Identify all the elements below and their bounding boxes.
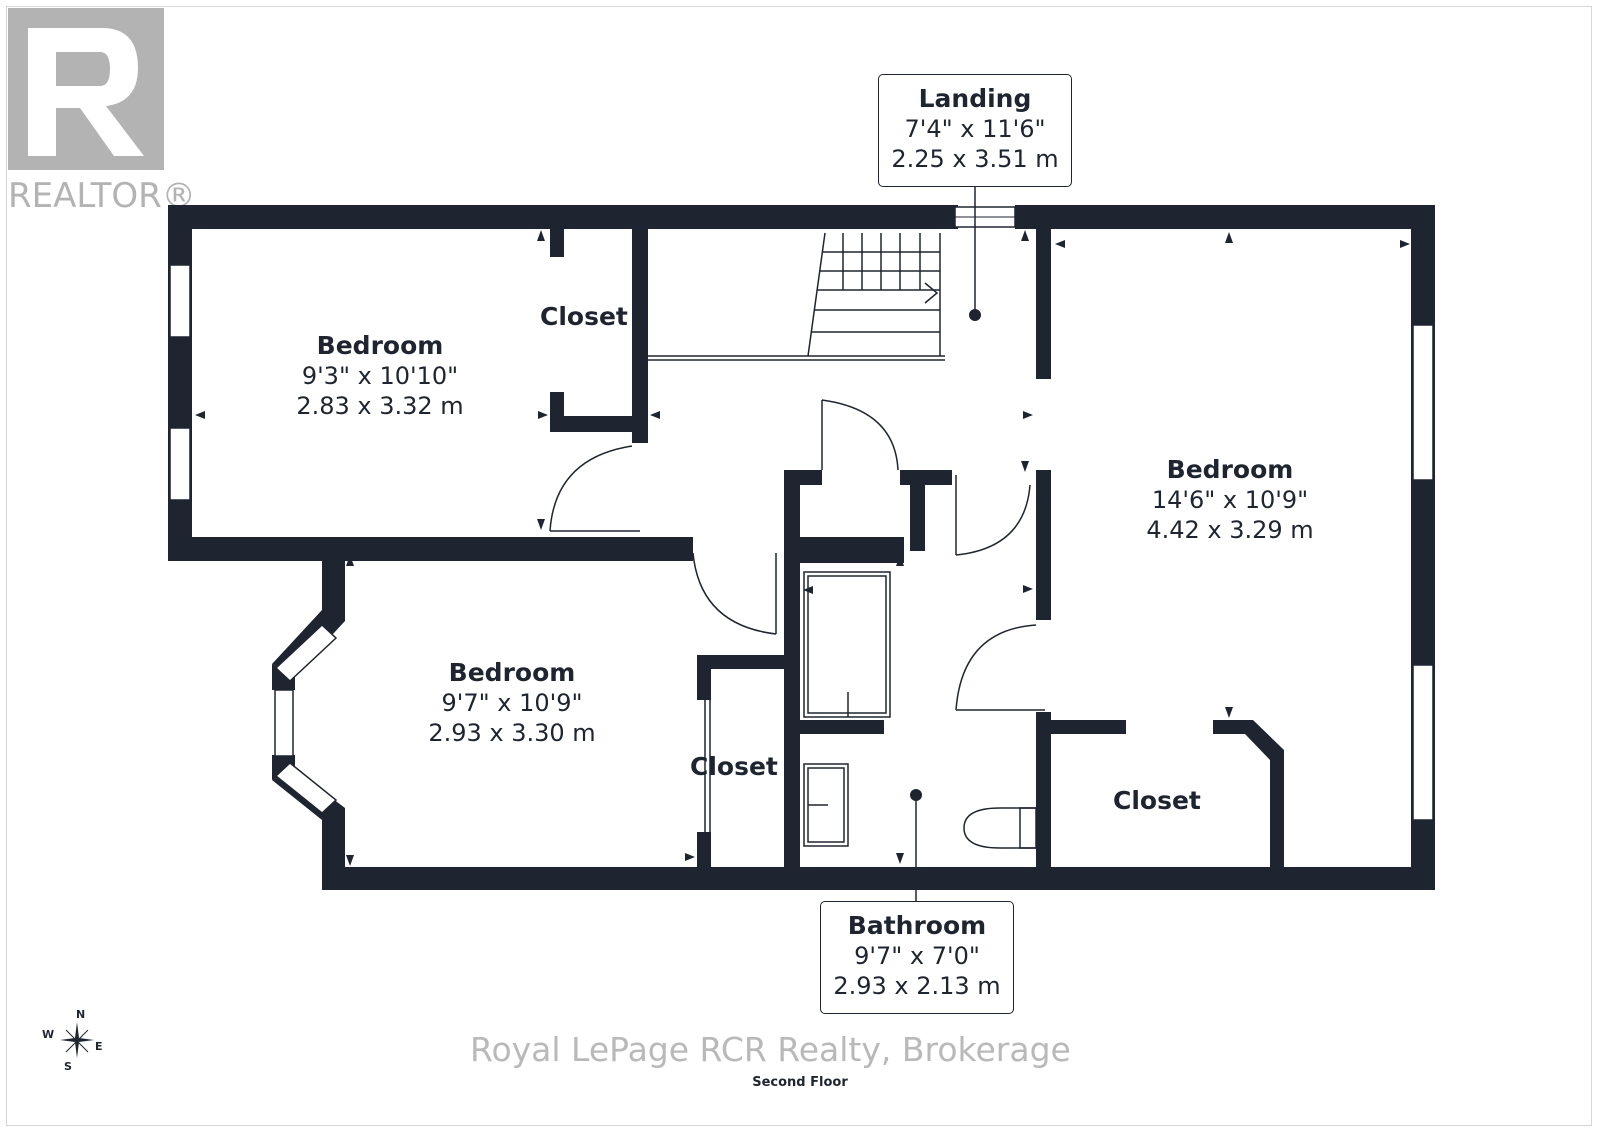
compass-e: E — [95, 1040, 103, 1053]
compass-star-icon — [60, 1022, 94, 1058]
room-imperial: 9'3" x 10'10" — [301, 362, 459, 391]
bathroom-fixtures — [803, 571, 1037, 849]
room-imperial: 9'7" x 7'0" — [854, 942, 980, 971]
room-imperial: 14'6" x 10'9" — [1151, 486, 1309, 515]
closet-label-sw: Closet — [690, 752, 778, 781]
room-metric: 2.93 x 2.13 m — [833, 972, 1001, 1001]
compass-n: N — [76, 1008, 86, 1021]
room-metric: 2.93 x 3.30 m — [428, 719, 596, 748]
callout-landing: Landing 7'4" x 11'6" 2.25 x 3.51 m — [878, 74, 1072, 187]
room-name: Bathroom — [847, 911, 987, 940]
brokerage-watermark: Royal LePage RCR Realty, Brokerage — [470, 1030, 1071, 1069]
callout-leaders — [915, 186, 976, 902]
room-imperial: 7'4" x 11'6" — [904, 115, 1046, 144]
room-name: Bedroom — [316, 331, 444, 360]
page-frame — [6, 6, 1592, 1126]
callout-bathroom: Bathroom 9'7" x 7'0" 2.93 x 2.13 m — [820, 901, 1014, 1014]
room-label-bedroom-e: Bedroom 14'6" x 10'9" 4.42 x 3.29 m — [1120, 454, 1340, 545]
room-metric: 2.83 x 3.32 m — [296, 392, 464, 421]
room-metric: 4.42 x 3.29 m — [1146, 516, 1314, 545]
room-name: Bedroom — [448, 658, 576, 687]
closet-label-nw: Closet — [540, 302, 628, 331]
room-metric: 2.25 x 3.51 m — [891, 145, 1059, 174]
stairs — [648, 232, 945, 361]
room-name: Landing — [918, 84, 1032, 113]
compass-s: S — [64, 1060, 72, 1073]
room-label-bedroom-sw: Bedroom 9'7" x 10'9" 2.93 x 3.30 m — [402, 657, 622, 748]
walls — [168, 205, 1435, 890]
realtor-logo — [8, 8, 164, 170]
room-imperial: 9'7" x 10'9" — [441, 689, 583, 718]
floor-label: Second Floor — [752, 1075, 848, 1090]
compass-w: W — [42, 1028, 55, 1041]
compass-rose: N S W E — [40, 1008, 110, 1073]
dimension-ticks — [195, 230, 1410, 866]
windows — [169, 206, 1434, 821]
doors — [549, 399, 1045, 832]
realtor-wordmark: REALTOR® — [8, 176, 196, 216]
closet-label-e: Closet — [1113, 786, 1201, 815]
room-label-bedroom-nw: Bedroom 9'3" x 10'10" 2.83 x 3.32 m — [270, 330, 490, 421]
room-name: Bedroom — [1166, 455, 1294, 484]
